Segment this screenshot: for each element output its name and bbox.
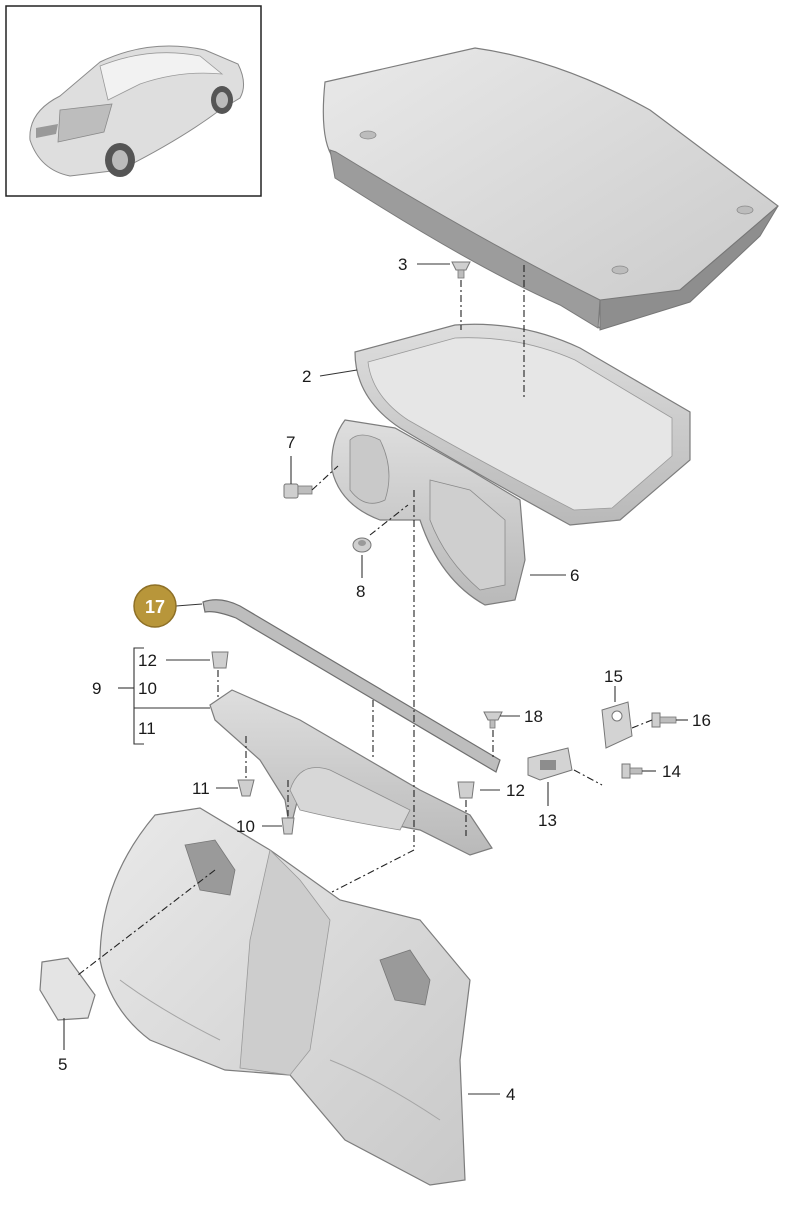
- screw-16: [651, 712, 677, 728]
- callout-2: 2: [302, 367, 311, 386]
- clip-11: [237, 779, 255, 797]
- clip-3: [451, 261, 471, 279]
- top-cover-panel: [322, 47, 779, 331]
- leader-lines: [63, 263, 688, 1095]
- rear-wall-panel: [99, 807, 471, 1186]
- callouts: 3 2 7 8 6 17 12 9 10 11 11 10 12 18 15 1…: [58, 255, 711, 1104]
- liner-tray: [354, 323, 691, 526]
- callout-14: 14: [662, 762, 681, 781]
- side-trim-panel: [331, 419, 526, 606]
- screw-14: [621, 763, 643, 779]
- seal-strip: [202, 599, 501, 773]
- highlight-badge: 17: [133, 584, 177, 628]
- callout-4: 4: [506, 1085, 515, 1104]
- bracket-13: [527, 747, 573, 781]
- car-icon: [29, 45, 244, 177]
- bracket-15: [601, 701, 633, 749]
- callout-13: 13: [538, 811, 557, 830]
- screw-7: [283, 483, 313, 499]
- callout-17: 17: [145, 597, 165, 617]
- clip-10: [281, 817, 295, 835]
- callout-3: 3: [398, 255, 407, 274]
- callout-6: 6: [570, 566, 579, 585]
- callout-8: 8: [356, 582, 365, 601]
- callout-10-bracket: 10: [138, 679, 157, 698]
- callout-5: 5: [58, 1055, 67, 1074]
- crossmember-carrier: [209, 689, 493, 856]
- callout-7: 7: [286, 433, 295, 452]
- callout-15: 15: [604, 667, 623, 686]
- clip-12-right: [457, 781, 475, 799]
- small-cover-plate: [39, 957, 96, 1021]
- clip-12-left: [211, 651, 229, 669]
- clip-18: [483, 711, 503, 729]
- assembly-lines: [77, 265, 653, 976]
- callout-9: 9: [92, 679, 101, 698]
- callout-10: 10: [236, 817, 255, 836]
- callout-11-bracket: 11: [138, 719, 156, 738]
- callout-11: 11: [192, 779, 210, 798]
- callout-12-right: 12: [506, 781, 525, 800]
- nut-8: [352, 537, 372, 553]
- callout-16: 16: [692, 711, 711, 730]
- callout-12-left: 12: [138, 651, 157, 670]
- callout-18: 18: [524, 707, 543, 726]
- car-thumbnail: [5, 5, 262, 197]
